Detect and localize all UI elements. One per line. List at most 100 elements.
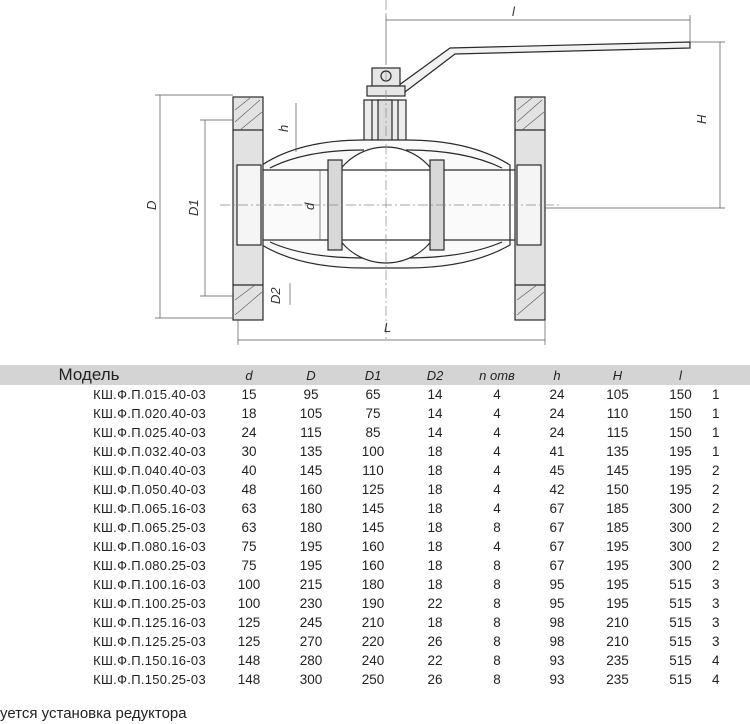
- value-cell: 14: [427, 425, 443, 440]
- value-cell: 150: [606, 482, 629, 497]
- value-cell: 45: [549, 463, 565, 478]
- model-cell: КШ.Ф.П.025.40-03: [93, 425, 206, 440]
- value-cell: 4: [712, 672, 720, 687]
- value-cell: 195: [669, 482, 692, 497]
- value-cell: 95: [303, 387, 319, 402]
- model-cell: КШ.Ф.П.080.25-03: [93, 558, 206, 573]
- value-cell: 18: [241, 406, 257, 421]
- value-cell: 18: [427, 520, 443, 535]
- value-cell: 105: [299, 406, 323, 421]
- header-col-8: l: [649, 365, 712, 385]
- value-cell: 75: [365, 406, 381, 421]
- value-cell: 210: [606, 634, 629, 649]
- value-cell: 148: [237, 653, 261, 668]
- value-cell: 235: [606, 653, 629, 668]
- value-cell: 18: [427, 463, 443, 478]
- value-cell: 115: [300, 425, 322, 440]
- value-cell: 160: [299, 482, 323, 497]
- value-cell: 125: [361, 482, 385, 497]
- value-cell: 4: [712, 653, 720, 668]
- value-cell: 1: [712, 387, 720, 402]
- value-cell: 4: [493, 425, 501, 440]
- value-cell: 75: [241, 558, 257, 573]
- value-cell: 41: [549, 444, 565, 459]
- model-cell: КШ.Ф.П.065.25-03: [93, 520, 206, 535]
- value-cell: 8: [493, 634, 501, 649]
- value-cell: 100: [361, 444, 385, 459]
- value-cell: 180: [299, 501, 323, 516]
- value-cell: 24: [549, 387, 565, 402]
- value-cell: 105: [606, 387, 629, 402]
- value-cell: 135: [606, 444, 629, 459]
- footnote: уется установка редуктора: [0, 705, 187, 722]
- dim-label-outer-diameter: D: [144, 201, 159, 210]
- value-cell: 67: [549, 539, 565, 554]
- value-cell: 195: [299, 558, 323, 573]
- value-cell: 125: [237, 615, 261, 630]
- value-cell: 515: [669, 615, 692, 630]
- value-cell: 40: [241, 463, 257, 478]
- value-cell: 2: [712, 520, 720, 535]
- value-cell: 4: [493, 482, 501, 497]
- value-cell: 3: [712, 634, 720, 649]
- value-cell: 4: [493, 444, 501, 459]
- value-cell: 150: [669, 387, 692, 402]
- model-cell: КШ.Ф.П.040.40-03: [93, 463, 206, 478]
- value-cell: 220: [361, 634, 385, 649]
- value-cell: 100: [237, 577, 261, 592]
- value-cell: 230: [299, 596, 323, 611]
- valve-drawing: l H h D D1 D2 d L: [144, 0, 725, 345]
- value-cell: 245: [299, 615, 323, 630]
- header-col-7: H: [586, 365, 649, 385]
- value-cell: 185: [606, 520, 629, 535]
- header-col-4: D2: [404, 365, 466, 385]
- value-cell: 93: [549, 672, 565, 687]
- dim-label-bolt-hole: D2: [268, 287, 283, 304]
- value-cell: 125: [237, 634, 261, 649]
- value-cell: 180: [299, 520, 323, 535]
- value-cell: 250: [361, 672, 385, 687]
- value-cell: 145: [606, 463, 629, 478]
- value-cell: 2: [712, 463, 720, 478]
- value-cell: 4: [493, 387, 501, 402]
- value-cell: 280: [299, 653, 323, 668]
- value-cell: 8: [493, 596, 501, 611]
- value-cell: 48: [241, 482, 257, 497]
- value-cell: 8: [493, 520, 501, 535]
- value-cell: 270: [299, 634, 323, 649]
- model-cell: КШ.Ф.П.100.25-03: [93, 596, 206, 611]
- value-cell: 85: [365, 425, 381, 440]
- value-cell: 18: [427, 501, 443, 516]
- value-cell: 8: [493, 577, 501, 592]
- model-cell: КШ.Ф.П.150.25-03: [93, 672, 206, 687]
- value-cell: 195: [606, 577, 629, 592]
- value-cell: 2: [712, 482, 720, 497]
- value-cell: 240: [361, 653, 385, 668]
- model-cell: КШ.Ф.П.150.16-03: [93, 653, 206, 668]
- model-cell: КШ.Ф.П.032.40-03: [93, 444, 206, 459]
- value-cell: 67: [549, 558, 565, 573]
- value-cell: 8: [493, 653, 501, 668]
- dim-label-height: H: [694, 114, 709, 124]
- model-cell: КШ.Ф.П.050.40-03: [93, 482, 206, 497]
- model-cell: КШ.Ф.П.065.16-03: [93, 501, 206, 516]
- value-cell: 115: [606, 425, 629, 440]
- value-cell: 515: [669, 596, 692, 611]
- value-cell: 160: [361, 558, 385, 573]
- value-cell: 24: [241, 425, 257, 440]
- header-col-9: [712, 365, 750, 385]
- header-col-2: D: [280, 365, 342, 385]
- value-cell: 515: [669, 577, 692, 592]
- value-cell: 98: [549, 615, 565, 630]
- value-cell: 515: [669, 672, 692, 687]
- dim-label-bore: d: [302, 202, 317, 210]
